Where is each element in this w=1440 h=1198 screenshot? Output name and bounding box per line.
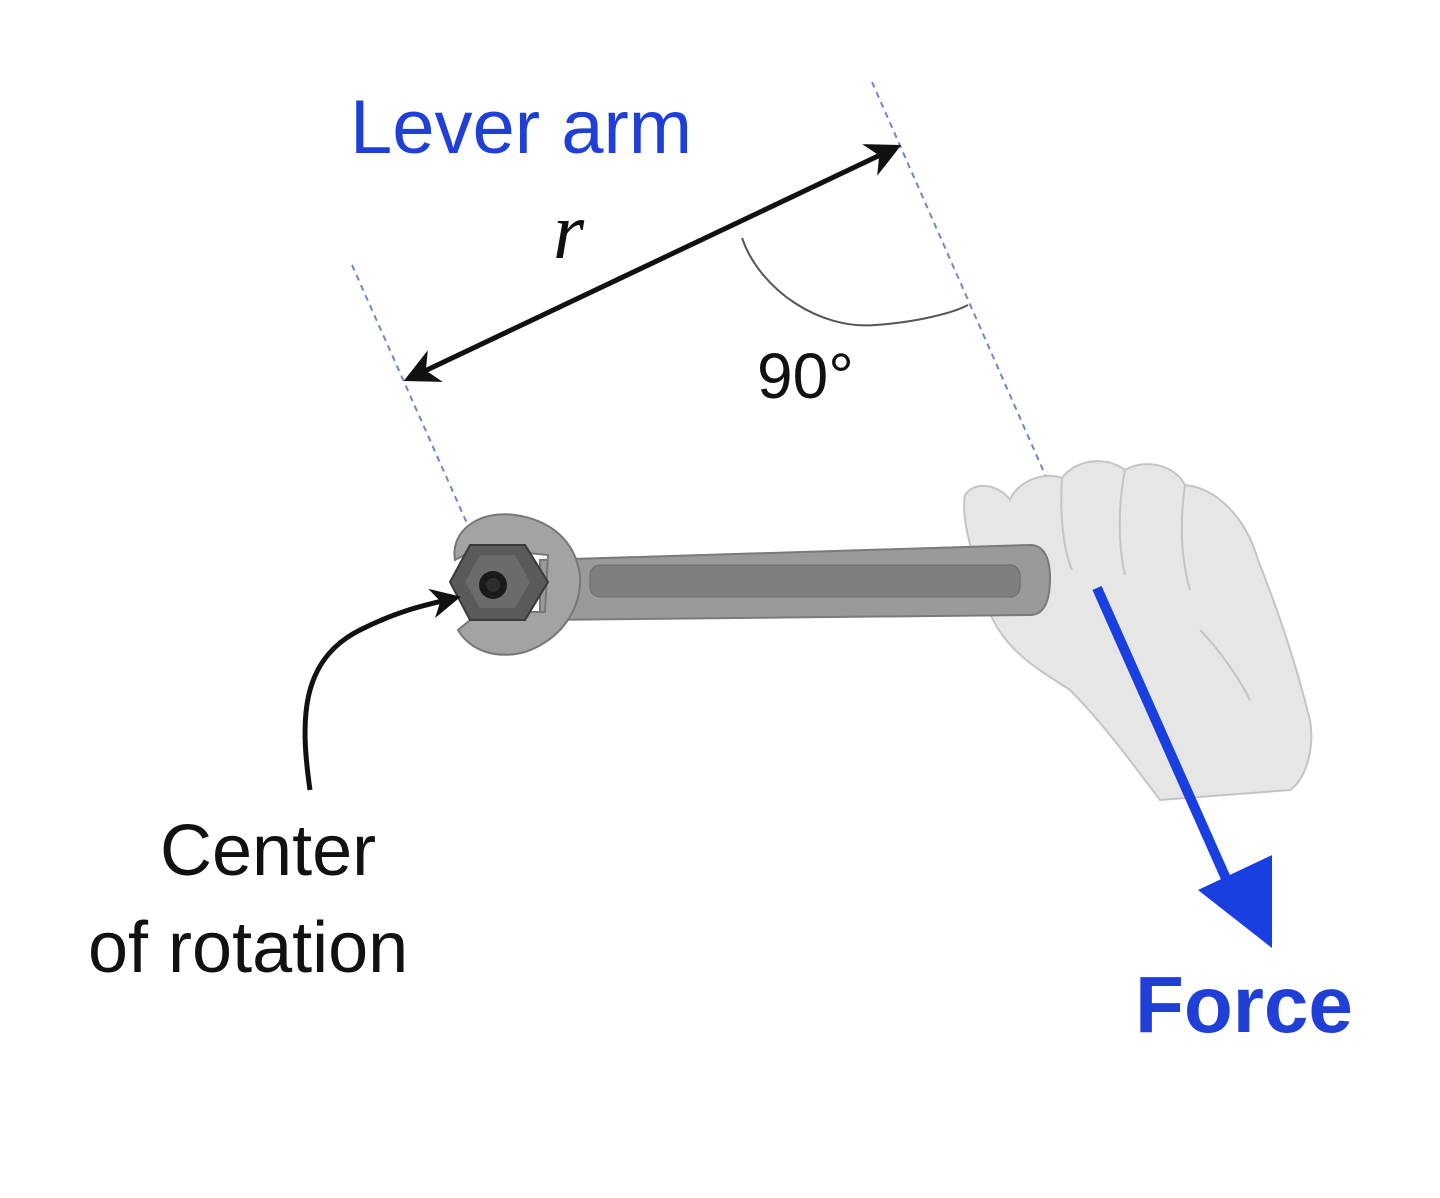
center-pointer-arrow [302,588,461,791]
hex-nut-icon [448,544,550,621]
lever-arm-label: Lever arm [350,85,692,170]
r-symbol-label: r [553,188,585,276]
angle-label: 90° [757,340,854,412]
right-angle-arc [741,237,969,327]
guide-line-right [871,81,1096,589]
center-label-line1: Center [160,811,376,891]
guide-line-left [351,264,479,549]
force-arrow [1092,585,1272,948]
hand-icon [963,460,1313,802]
lever-arm-arrow [403,144,902,382]
wrench-icon [448,513,1052,656]
force-label: Force [1135,960,1353,1049]
center-label-line2: of rotation [88,908,408,988]
